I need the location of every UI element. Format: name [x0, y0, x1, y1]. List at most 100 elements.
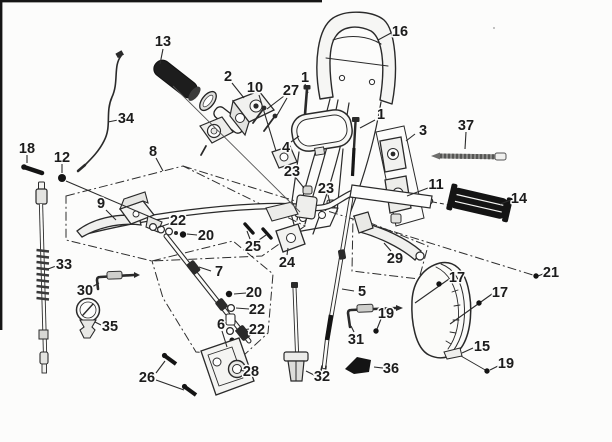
leader-line [231, 82, 245, 99]
callout-7: 7 [198, 263, 225, 282]
leader-line [499, 199, 512, 205]
callout-5: 5 [341, 283, 368, 302]
callout-22-2: 22 [235, 301, 267, 320]
fastener-dot [484, 368, 490, 374]
part-11-throttle-pipe [349, 184, 450, 209]
part-number: 1 [301, 70, 309, 86]
part-2-left-switch-housing [229, 90, 276, 137]
part-23-mount-rubber [302, 185, 313, 195]
part-22-washer [226, 303, 236, 313]
part-number: 35 [102, 319, 118, 335]
part-24-holder [275, 223, 306, 253]
fastener-dot [373, 328, 379, 334]
leader-line [156, 222, 172, 229]
leader-line [275, 97, 288, 118]
part-number: 17 [449, 270, 465, 286]
part-7-brake-cable [163, 233, 252, 344]
callout-30: 30 [75, 282, 100, 301]
part-number: 20 [198, 228, 214, 244]
leader-line [239, 369, 245, 372]
part-number: 33 [56, 257, 72, 273]
leader-line [91, 282, 100, 288]
part-number: 9 [97, 196, 105, 212]
callout-11: 11 [406, 176, 445, 197]
part-number: 8 [149, 144, 157, 160]
part-number: 25 [245, 239, 261, 255]
leader-line [405, 133, 416, 142]
leader-line [489, 365, 499, 371]
part-1-bolt-right [350, 117, 360, 177]
callout-34: 34 [107, 110, 136, 129]
leader-line [290, 135, 300, 143]
leader-line [186, 233, 198, 236]
leader-line [383, 242, 392, 252]
part-number: 14 [511, 191, 527, 207]
leader-line [235, 307, 250, 310]
part-37-screw [431, 152, 507, 161]
part-6-clamp-bracket [200, 337, 255, 396]
part-number: 18 [19, 141, 35, 157]
leader-line [47, 265, 57, 270]
part-number: 26 [139, 370, 155, 386]
callout-35: 35 [94, 318, 120, 337]
callout-10: 10 [245, 79, 277, 152]
leader-line [105, 209, 117, 221]
callout-19-2: 19 [484, 355, 516, 374]
leader-line [266, 95, 285, 110]
callout-20-2: 20 [233, 284, 264, 303]
leader-line [94, 321, 102, 326]
callout-36: 36 [373, 360, 401, 379]
callout-29: 29 [383, 242, 405, 269]
leader-line [258, 234, 267, 241]
part-number: 2 [224, 69, 232, 85]
part-5-cable [319, 196, 354, 377]
part-12-nut [58, 174, 66, 182]
leader-line [198, 266, 212, 272]
part-number: 21 [543, 265, 559, 281]
leader-line [155, 379, 185, 391]
leader-line [373, 366, 384, 369]
part-number: 4 [282, 140, 290, 156]
part-16-handlebar-cover [296, 11, 397, 235]
part-33-speedometer-cable [35, 181, 50, 374]
part-31-rod [346, 303, 403, 329]
part-18-bolt [21, 164, 45, 176]
fastener-dot [533, 273, 539, 279]
part-handlebar-tube [80, 85, 434, 236]
part-30-rod [95, 270, 140, 291]
part-number: 6 [217, 317, 225, 333]
callout-8: 8 [147, 143, 164, 172]
leader-line [377, 32, 392, 41]
part-number: 23 [284, 164, 300, 180]
callout-22: 22 [156, 212, 188, 231]
part-number: 32 [314, 369, 330, 385]
part-number: 16 [392, 24, 408, 40]
part-number: 5 [358, 284, 366, 300]
part-22-washer [225, 326, 235, 336]
part-number: 22 [170, 213, 186, 229]
leader-line [221, 330, 228, 348]
part-35-gauge [75, 297, 101, 339]
callout-26: 26 [137, 360, 185, 391]
part-9-brake-lever-assembly [76, 191, 163, 238]
part-number: 17 [492, 285, 508, 301]
leader-line [233, 292, 247, 295]
callout-25: 25 [243, 230, 267, 257]
part-number: 36 [383, 361, 399, 377]
part-number: 3 [419, 123, 427, 139]
callout-2: 2 [222, 68, 245, 99]
callout-31: 31 [346, 325, 366, 350]
callout-33: 33 [47, 256, 74, 275]
part-number: 24 [279, 255, 295, 271]
part-22-washers-left [149, 223, 187, 238]
leader-line [449, 293, 493, 325]
callout-4: 4 [280, 135, 300, 158]
callout-3: 3 [405, 122, 429, 142]
scan-border [0, 0, 322, 330]
part-number: 11 [428, 177, 443, 193]
callout-24: 24 [277, 247, 297, 273]
callout-23-2: 23 [316, 180, 336, 204]
part-20-bolt [179, 231, 187, 238]
leader-line [155, 360, 166, 374]
callout-15: 15 [461, 338, 492, 357]
